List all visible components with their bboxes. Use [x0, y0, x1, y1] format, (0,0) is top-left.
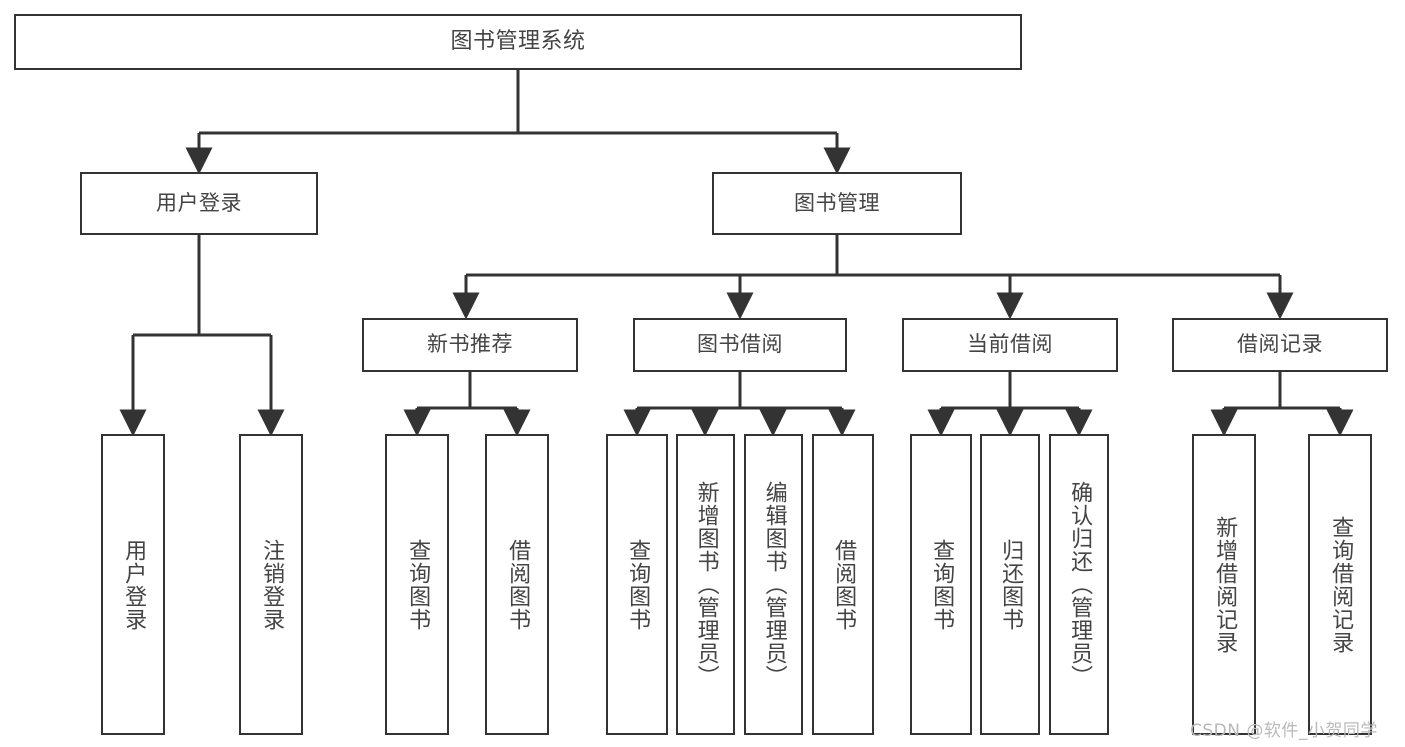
node-new-book-recommend[interactable]: 新书推荐 [362, 318, 578, 372]
node-book-borrow[interactable]: 图书借阅 [633, 318, 847, 372]
node-leaf-user-login[interactable]: 用户登录 [101, 434, 165, 735]
node-leaf-return-book[interactable]: 归还图书 [980, 434, 1040, 735]
node-leaf-confirm-return-admin[interactable]: 确认归还（管理员） [1049, 434, 1109, 735]
node-leaf-label: 查询图书 [929, 538, 955, 631]
node-leaf-label: 编辑图书（管理员） [761, 481, 787, 688]
node-book-management[interactable]: 图书管理 [712, 172, 962, 235]
node-current-borrow[interactable]: 当前借阅 [902, 318, 1118, 372]
node-leaf-query-book-current[interactable]: 查询图书 [910, 434, 972, 735]
node-leaf-label: 确认归还（管理员） [1067, 481, 1093, 688]
node-leaf-edit-book-admin[interactable]: 编辑图书（管理员） [744, 434, 803, 735]
node-leaf-label: 新增图书（管理员） [693, 481, 719, 688]
node-leaf-query-book-new[interactable]: 查询图书 [385, 434, 449, 735]
node-user-login[interactable]: 用户登录 [80, 172, 318, 235]
node-leaf-label: 借阅图书 [831, 538, 857, 631]
node-borrow-record[interactable]: 借阅记录 [1172, 318, 1388, 372]
node-root-system[interactable]: 图书管理系统 [14, 14, 1022, 70]
node-leaf-query-book-borrow[interactable]: 查询图书 [606, 434, 668, 735]
node-new-book-recommend-label: 新书推荐 [427, 332, 513, 357]
node-leaf-label: 归还图书 [998, 538, 1024, 631]
node-leaf-label: 查询借阅记录 [1328, 515, 1354, 654]
node-book-borrow-label: 图书借阅 [697, 332, 783, 357]
node-leaf-logout[interactable]: 注销登录 [239, 434, 303, 735]
node-leaf-add-book-admin[interactable]: 新增图书（管理员） [676, 434, 735, 735]
node-book-management-label: 图书管理 [794, 190, 880, 215]
node-leaf-borrow-book-new[interactable]: 借阅图书 [485, 434, 549, 735]
node-leaf-add-borrow-record[interactable]: 新增借阅记录 [1192, 434, 1256, 735]
node-user-login-label: 用户登录 [156, 190, 242, 215]
csdn-watermark: CSDN @软件_小贺同学 [1190, 721, 1378, 741]
node-root-label: 图书管理系统 [450, 28, 586, 54]
node-leaf-query-borrow-record[interactable]: 查询借阅记录 [1308, 434, 1372, 735]
node-leaf-label: 借阅图书 [505, 538, 531, 631]
node-borrow-record-label: 借阅记录 [1237, 332, 1323, 357]
node-leaf-label: 查询图书 [625, 538, 651, 631]
node-leaf-label: 新增借阅记录 [1212, 515, 1238, 654]
node-leaf-label: 用户登录 [121, 538, 147, 631]
node-leaf-label: 查询图书 [405, 538, 431, 631]
node-leaf-label: 注销登录 [259, 538, 285, 631]
node-leaf-borrow-book[interactable]: 借阅图书 [812, 434, 874, 735]
node-current-borrow-label: 当前借阅 [967, 332, 1053, 357]
